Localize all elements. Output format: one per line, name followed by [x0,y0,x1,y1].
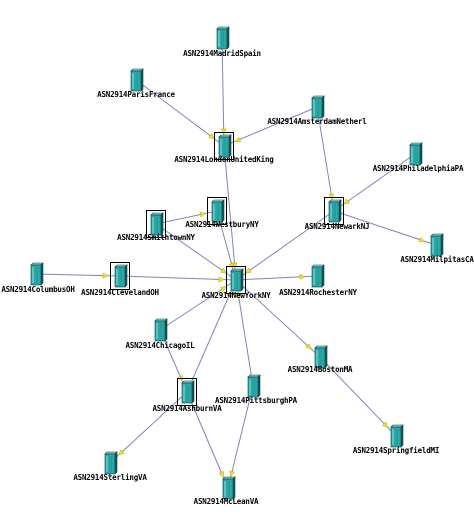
link-newark-newyork [235,210,335,281]
arrowhead-westbury-newyork [228,262,235,269]
link-newyork-boston [235,279,321,358]
link-smithtown-westbury [155,210,218,225]
node-rochester-server-icon[interactable] [309,264,325,288]
link-pittsburgh-newyork [235,279,254,387]
node-sterling-server-icon[interactable] [102,451,118,475]
node-springfield-server-icon[interactable] [388,424,404,448]
arrowhead-newyork-boston [305,343,312,350]
node-milpitas-label[interactable]: ASN2914MilpitasCA [400,255,474,264]
node-madrid-label[interactable]: ASN2914MadridSpain [183,49,261,58]
node-cleveland-server-icon[interactable] [110,262,130,290]
node-amsterdam-server-icon[interactable] [309,95,325,119]
node-boston-label[interactable]: ASN2914BostonMA [287,365,353,374]
node-westbury-server-icon[interactable] [207,197,227,225]
link-ashburn-sterling [109,391,188,464]
node-chicago-server-icon[interactable] [152,318,168,342]
arrowhead-smithtown-westbury [199,211,206,218]
node-newyork-label[interactable]: ASN2914NewYorkNY [201,291,271,300]
node-amsterdam-label[interactable]: ASN2914AmsterdamNetherl [267,117,367,126]
node-london-server-icon[interactable] [214,132,234,160]
arrowhead-cleveland-newyork [218,276,225,283]
arrowhead-columbus-cleveland [102,272,109,279]
arrowhead-smithtown-newyork [220,267,227,274]
arrowhead-boston-springfield [381,421,389,428]
node-newark-server-icon[interactable] [324,197,344,225]
link-newark-milpitas [333,210,437,246]
node-mclean-label[interactable]: ASN2914McLeanVA [193,497,259,506]
arrowhead-pittsburgh-newyork [235,291,242,298]
arrowhead-paris-london [208,133,215,140]
link-madrid-london [221,37,225,147]
node-chicago-label[interactable]: ASN2914ChicagoIL [125,341,195,350]
node-philadelphia-label[interactable]: ASN2914PhiladelphiaPA [372,164,464,173]
node-ashburn-server-icon[interactable] [177,378,197,406]
arrowhead-philadelphia-newark [343,198,350,205]
node-smithtown-label[interactable]: ASN2914SmithtownNY [117,233,195,242]
node-columbus-server-icon[interactable] [28,262,44,286]
arrowhead-pittsburgh-mclean [229,470,235,477]
node-boston-server-icon[interactable] [312,345,328,369]
node-mclean-server-icon[interactable] [220,476,236,500]
node-philadelphia-server-icon[interactable] [407,142,423,166]
node-ashburn-label[interactable]: ASN2914AshburnVA [152,404,222,413]
arrowhead-newark-milpitas [418,236,426,243]
node-sterling-label[interactable]: ASN2914SterlingVA [73,473,147,482]
link-pittsburgh-mclean [227,385,254,489]
node-pittsburgh-label[interactable]: ASN2914PittsburghPA [215,396,297,405]
link-ashburn-newyork [186,279,237,393]
node-madrid-server-icon[interactable] [214,26,230,50]
arrowhead-ashburn-mclean [218,470,224,478]
node-pittsburgh-server-icon[interactable] [245,374,261,398]
arrowhead-newark-newyork [245,267,252,274]
node-milpitas-server-icon[interactable] [428,233,444,257]
node-springfield-label[interactable]: ASN2914SpringfieldMI [352,446,440,455]
link-amsterdam-newark [316,106,335,212]
arrowhead-ashburn-newyork [226,290,232,297]
node-newark-label[interactable]: ASN2914NewarkNJ [304,222,370,231]
link-paris-london [135,79,225,147]
arrowhead-chicago-ashburn [177,375,183,382]
node-paris-server-icon[interactable] [128,68,144,92]
node-smithtown-server-icon[interactable] [146,210,166,238]
link-london-newyork [223,145,237,281]
link-ashburn-mclean [186,391,229,489]
node-newyork-server-icon[interactable] [226,266,246,294]
link-cleveland-newyork [119,275,237,281]
arrowhead-madrid-london [220,128,227,135]
arrowhead-ashburn-sterling [118,449,125,456]
node-paris-label[interactable]: ASN2914ParisFrance [97,90,175,99]
node-westbury-label[interactable]: ASN2914WestburyNY [185,220,259,229]
arrowhead-amsterdam-newark [328,193,335,200]
node-cleveland-label[interactable]: ASN2914ClevelandOH [81,288,159,297]
node-london-label[interactable]: ASN2914LondonUnitedKing [174,155,274,164]
node-rochester-label[interactable]: ASN2914RochesterNY [279,288,357,297]
arrowhead-newyork-rochester [299,273,306,280]
link-boston-springfield [319,356,397,437]
node-columbus-label[interactable]: ASN2914ColumbusOH [1,285,75,294]
arrowhead-amsterdam-london [234,136,242,143]
arrowhead-chicago-newyork [219,286,227,292]
